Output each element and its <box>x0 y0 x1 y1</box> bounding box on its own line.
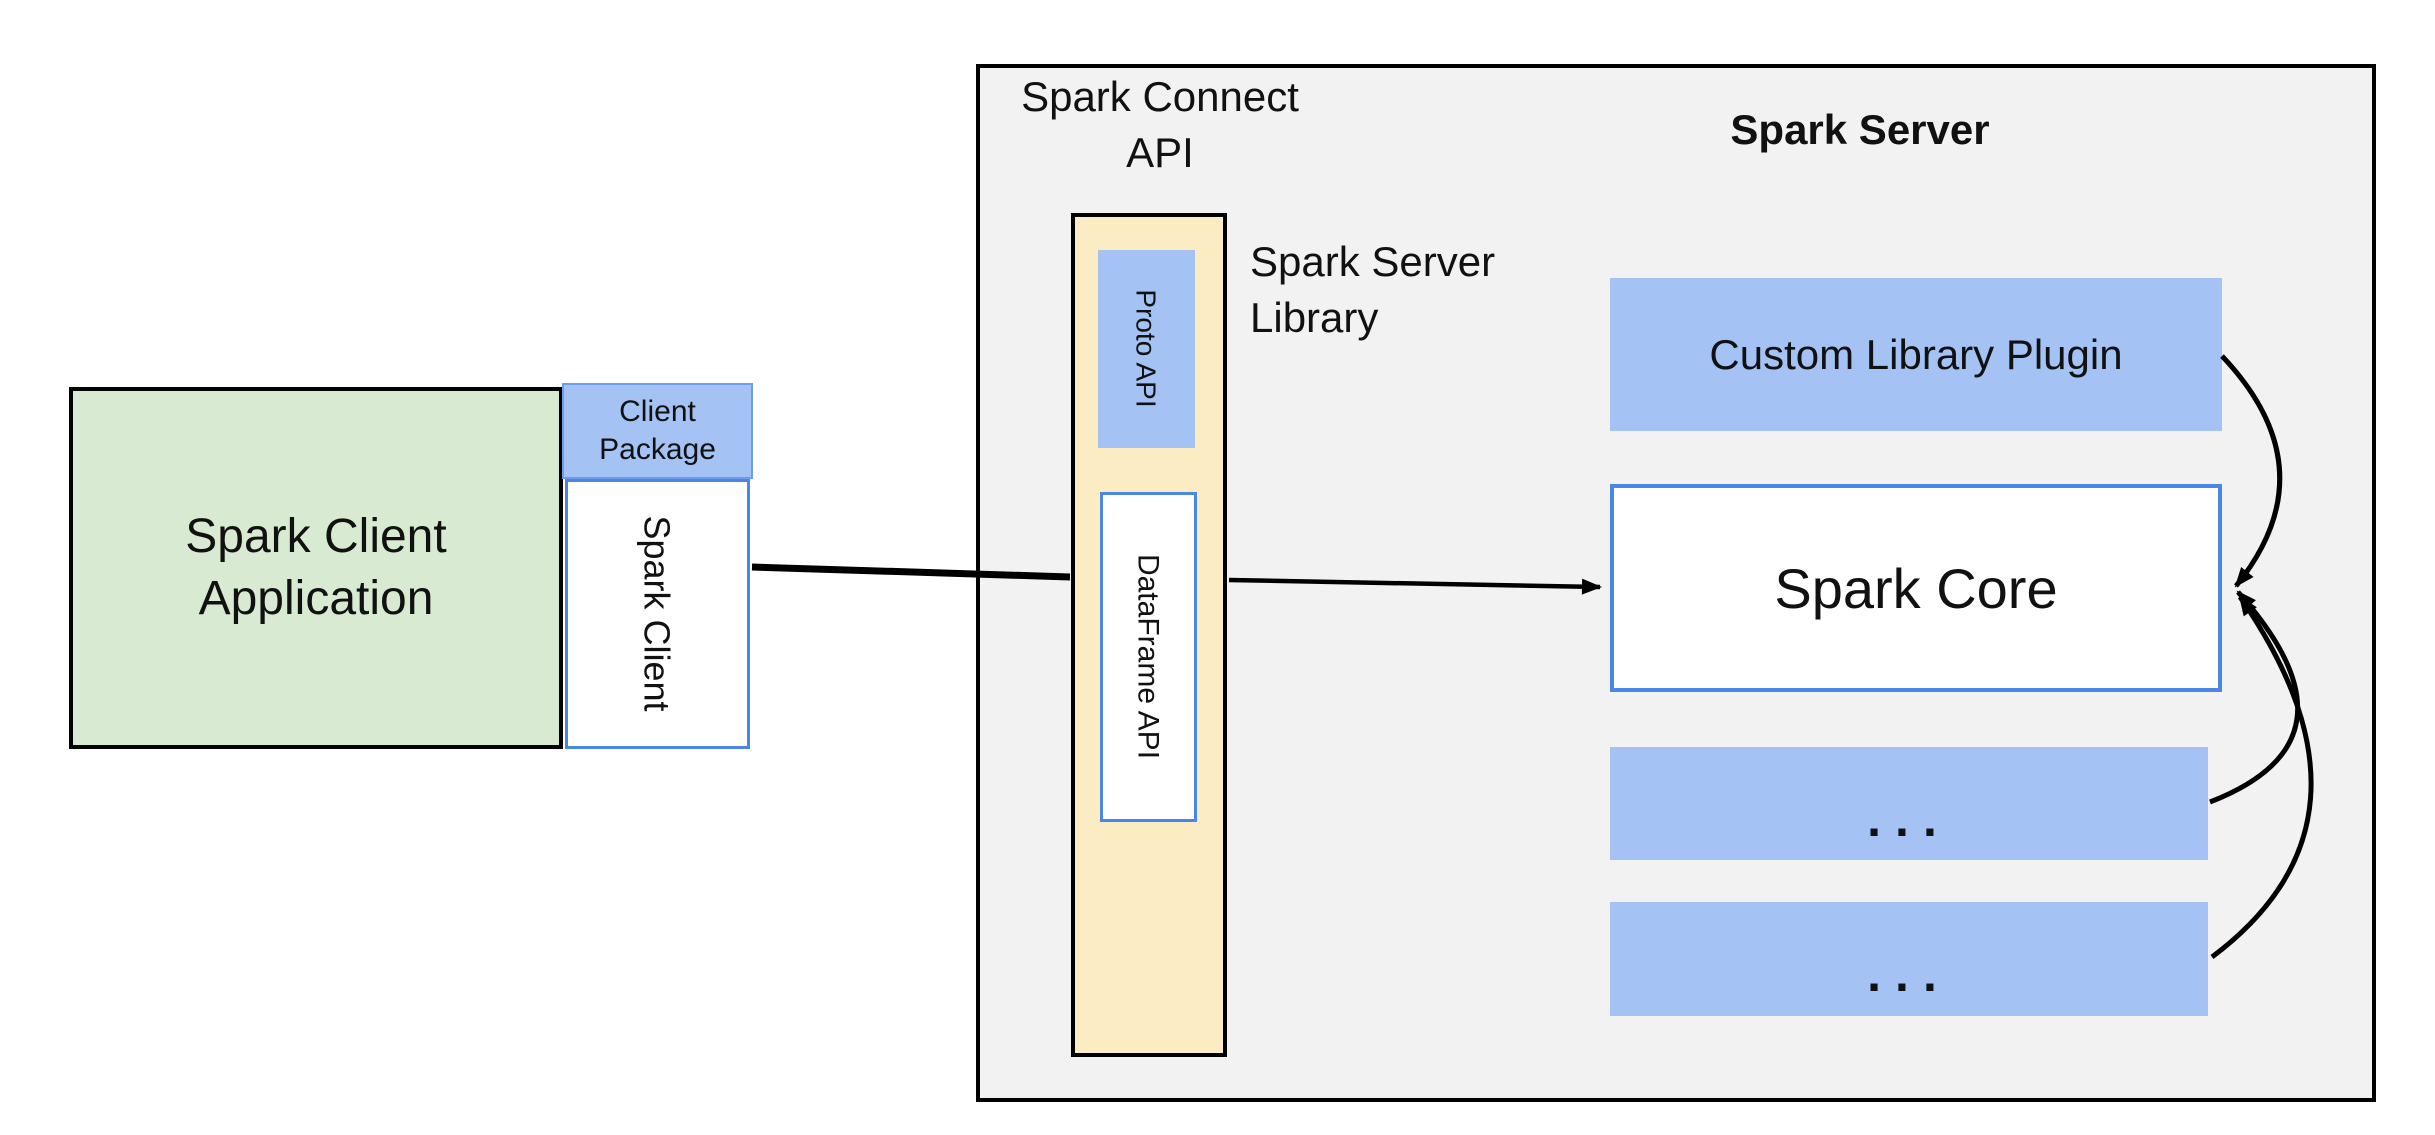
spark-connect-api-label: Spark Connect API <box>1010 69 1310 181</box>
proto-api-box <box>1098 250 1195 448</box>
spark-connect-api-label-line2: API <box>1126 129 1194 176</box>
spark-client-label: Spark Client <box>637 515 678 712</box>
custom-library-plugin-label: Custom Library Plugin <box>1709 330 2123 378</box>
spark-core-label: Spark Core <box>1774 556 2058 620</box>
spark-client-application-label-line2: Application <box>198 572 434 625</box>
ellipsis-box-1: ... <box>1610 747 2208 860</box>
spark-server-title: Spark Server <box>1730 106 1990 153</box>
client-package-label-line2: Package <box>599 433 716 466</box>
dataframe-api-label: DataFrame API <box>1132 553 1165 760</box>
spark-client-application-label: Spark Client Application <box>69 506 563 630</box>
ellipsis-box-1-label: ... <box>1867 790 1951 847</box>
spark-server-library-label: Spark Server Library <box>1250 234 1630 346</box>
ellipsis-box-2: ... <box>1610 902 2208 1016</box>
spark-client-application-box <box>69 387 563 749</box>
spark-client-application-label-line1: Spark Client <box>185 510 447 563</box>
proto-api-label: Proto API <box>1131 289 1162 408</box>
custom-library-plugin-box: Custom Library Plugin <box>1610 278 2222 431</box>
spark-client-box <box>565 479 750 749</box>
client-package-label-line1: Client <box>619 395 696 428</box>
dataframe-api-box <box>1100 492 1197 822</box>
ellipsis-box-2-label: ... <box>1867 946 1951 1002</box>
spark-connect-api-label-line1: Spark Connect <box>1021 73 1299 120</box>
spark-server-library-label-line1: Spark Server <box>1250 238 1496 285</box>
spark-core-box: Spark Core <box>1610 484 2222 692</box>
spark-server-library-label-line2: Library <box>1250 294 1379 341</box>
client-package-box: Client Package <box>562 383 753 479</box>
